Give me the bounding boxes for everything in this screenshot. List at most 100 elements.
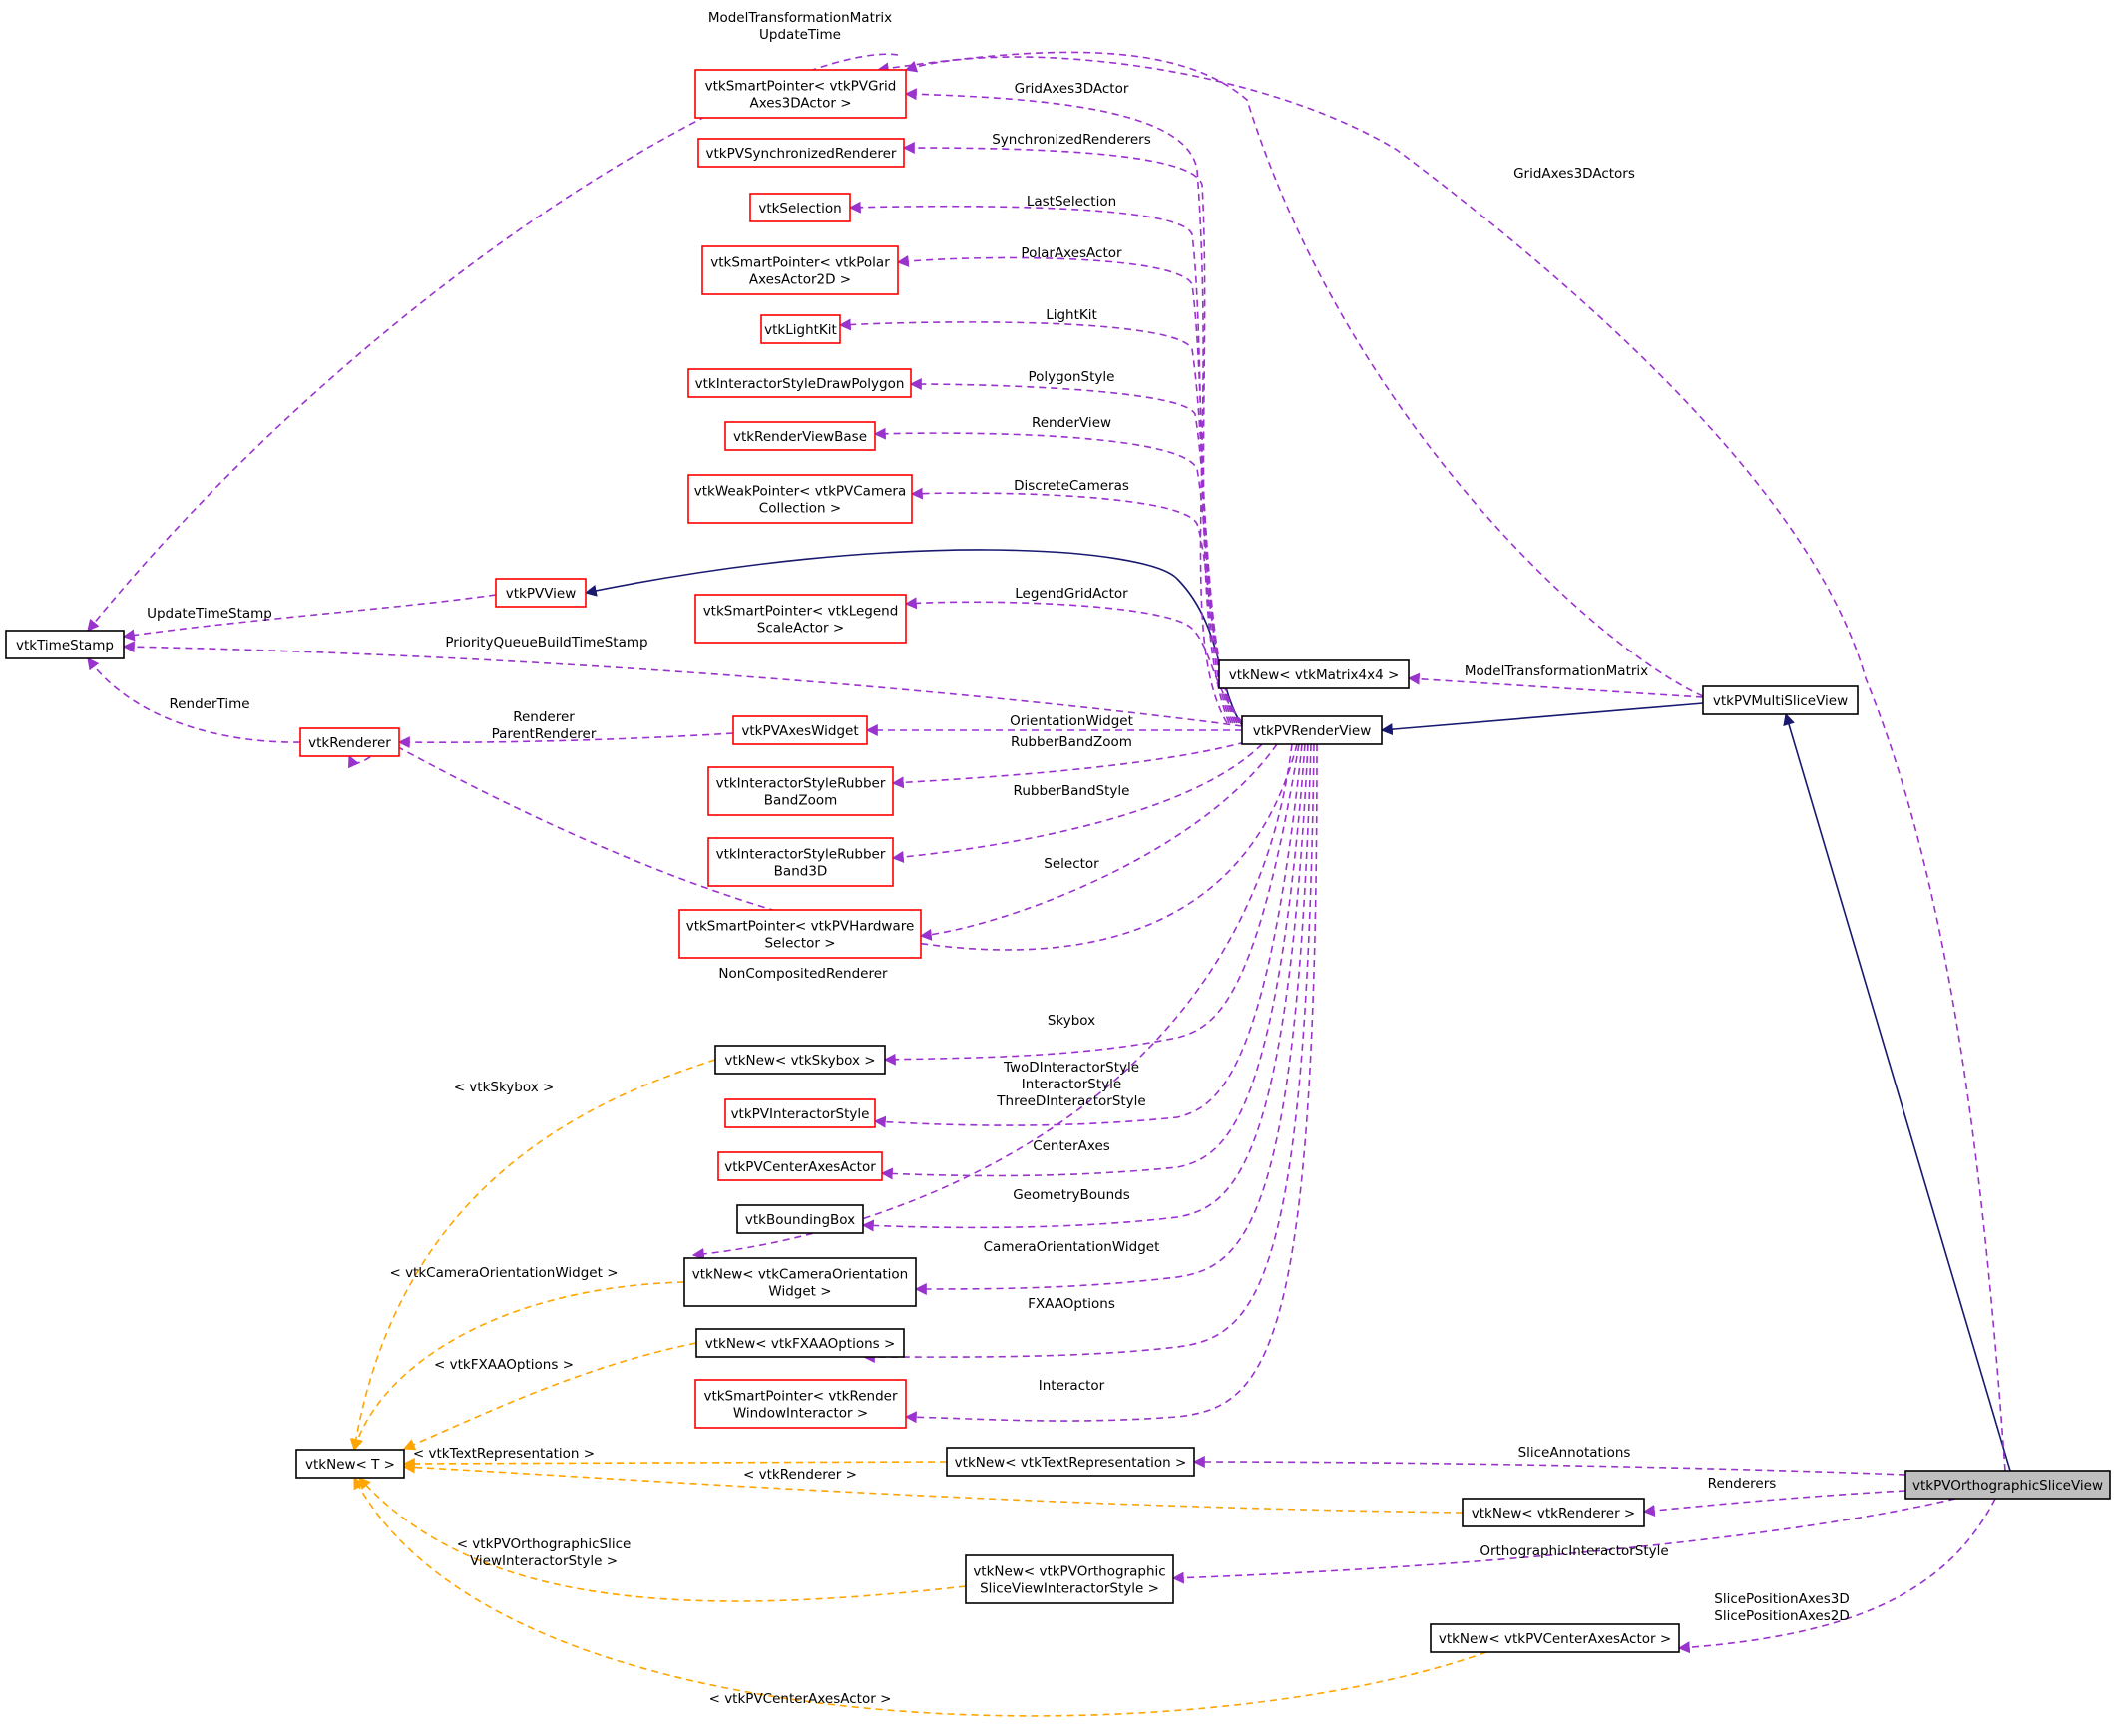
node-pvview[interactable]: vtkPVView [495, 578, 587, 608]
node-label: vtkNew< vtkPVOrthographic [973, 1564, 1165, 1580]
edge-label-rubberbandzoom: RubberBandZoom [1011, 734, 1132, 750]
node-box [749, 193, 851, 222]
edge-label-lightkit: LightKit [1046, 307, 1097, 323]
node-selection[interactable]: vtkSelection [749, 193, 851, 222]
node-multislice[interactable]: vtkPVMultiSliceView [1702, 685, 1859, 715]
node-box [687, 474, 913, 524]
node-label: vtkSmartPointer< vtkLegend [703, 604, 899, 620]
node-ortho[interactable]: vtkPVOrthographicSliceView [1904, 1470, 2111, 1500]
usage-edge [880, 743, 1306, 1180]
node-lightkit[interactable]: vtkLightKit [760, 314, 841, 344]
usage-edge [691, 743, 1293, 1260]
node-box [965, 1554, 1174, 1604]
edge-label-istyles: TwoDInteractorStyle [1003, 1060, 1139, 1076]
node-drawpoly[interactable]: vtkInteractorStyleDrawPolygon [687, 368, 912, 398]
edge-label-polygonstyle: PolygonStyle [1029, 369, 1115, 385]
node-rvbase[interactable]: vtkRenderViewBase [724, 421, 876, 451]
node-label: vtkSelection [758, 201, 841, 217]
node-box [694, 594, 907, 644]
node-fxaa[interactable]: vtkNew< vtkFXAAOptions > [695, 1328, 905, 1358]
node-label: WindowInteractor > [733, 1406, 868, 1422]
node-label: Axes3DActor > [749, 96, 851, 112]
usage-edge [904, 597, 1244, 724]
template-edge [349, 1059, 716, 1452]
edge-label-rendertime: RenderTime [169, 696, 249, 712]
node-box [714, 1045, 886, 1075]
edges-layer [87, 51, 2011, 1717]
edge-label-polaraxesactor: PolarAxesActor [1021, 245, 1122, 261]
edge-label-t_skybox: < vtkSkybox > [454, 1080, 555, 1095]
edge-label-lastselection: LastSelection [1027, 194, 1116, 210]
node-box [1218, 659, 1410, 689]
edge-label-istyles: InteractorStyle [1022, 1077, 1121, 1092]
node-box [717, 1151, 883, 1181]
edge-label-renderer_parent: Renderer [513, 709, 575, 725]
usage-edge [122, 594, 497, 642]
node-syncren[interactable]: vtkPVSynchronizedRenderer [697, 138, 905, 168]
usage-edge [904, 743, 1318, 1424]
edge-label-t_center: < vtkPVCenterAxesActor > [709, 1691, 892, 1707]
node-box [946, 1447, 1195, 1477]
node-pvistyle[interactable]: vtkPVInteractorStyle [724, 1098, 876, 1128]
node-textrep[interactable]: vtkNew< vtkTextRepresentation > [946, 1447, 1195, 1477]
node-label: vtkPVMultiSliceView [1713, 693, 1848, 709]
usage-edge [910, 487, 1242, 724]
edge-label-slicepos: SlicePositionAxes2D [1714, 1608, 1850, 1624]
edge-label-syncrenderers: SynchronizedRenderers [992, 132, 1151, 148]
node-box [1462, 1498, 1645, 1527]
node-box [701, 245, 899, 295]
node-box [299, 727, 400, 757]
node-newT[interactable]: vtkNew< T > [295, 1449, 405, 1479]
node-timestamp[interactable]: vtkTimeStamp [5, 630, 125, 659]
node-orthostyle[interactable]: vtkNew< vtkPVOrthographicSliceViewIntera… [965, 1554, 1174, 1604]
node-newcenter[interactable]: vtkNew< vtkPVCenterAxesActor > [1430, 1623, 1680, 1653]
usage-edge [1642, 1490, 1906, 1517]
node-box [1702, 685, 1859, 715]
node-centeraxes[interactable]: vtkPVCenterAxesActor [717, 1151, 883, 1181]
edge-label-rubberbandstyle: RubberBandStyle [1014, 783, 1130, 799]
template-edge [402, 1461, 1464, 1514]
node-axeswidget[interactable]: vtkPVAxesWidget [732, 715, 868, 745]
node-label: vtkSmartPointer< vtkPVGrid [705, 79, 897, 95]
node-box [736, 1204, 864, 1234]
edge-label-t_renderer: < vtkRenderer > [743, 1467, 857, 1483]
node-rwi[interactable]: vtkSmartPointer< vtkRenderWindowInteract… [694, 1379, 907, 1429]
edge-label-t_orthostyle: ViewInteractorStyle > [470, 1553, 618, 1569]
node-bbox[interactable]: vtkBoundingBox [736, 1204, 864, 1234]
node-label: vtkNew< vtkTextRepresentation > [955, 1455, 1187, 1471]
template-edge [402, 1457, 948, 1470]
node-box [724, 421, 876, 451]
node-camwidget[interactable]: vtkNew< vtkCameraOrientationWidget > [683, 1257, 917, 1307]
node-newren[interactable]: vtkNew< vtkRenderer > [1462, 1498, 1645, 1527]
edge-label-renderers: Renderers [1708, 1476, 1777, 1492]
node-label: vtkNew< vtkCameraOrientation [692, 1267, 908, 1283]
edge-label-centeraxes: CenterAxes [1033, 1138, 1110, 1154]
edge-label-t_orthostyle: < vtkPVOrthographicSlice [457, 1536, 632, 1552]
edge-label-t_camwidget: < vtkCameraOrientationWidget > [389, 1265, 618, 1281]
template-edge [402, 1342, 697, 1451]
node-renderview[interactable]: vtkPVRenderView [1241, 715, 1383, 745]
nodes-layer: vtkTimeStamp vtkRenderer vtkPVView vtkSmart… [5, 69, 2111, 1653]
usage-edge [904, 56, 2006, 1472]
node-matrix[interactable]: vtkNew< vtkMatrix4x4 > [1218, 659, 1410, 689]
node-label: vtkWeakPointer< vtkPVCamera [694, 484, 907, 500]
node-skybox[interactable]: vtkNew< vtkSkybox > [714, 1045, 886, 1075]
edge-label-sliceannotations: SliceAnnotations [1518, 1445, 1631, 1461]
usage-edge [861, 743, 1309, 1232]
node-label: vtkSmartPointer< vtkRender [703, 1389, 898, 1405]
template-edge [358, 1477, 967, 1602]
edge-label-model_update: UpdateTime [759, 27, 841, 43]
node-label: vtkRenderer [308, 735, 391, 751]
node-renderer[interactable]: vtkRenderer [299, 727, 400, 757]
edge-label-gridaxes3dactor: GridAxes3DActor [1015, 81, 1129, 97]
node-box [707, 766, 894, 816]
node-label: vtkNew< vtkSkybox > [724, 1053, 875, 1069]
node-label: vtkSmartPointer< vtkPVHardware [686, 919, 915, 935]
